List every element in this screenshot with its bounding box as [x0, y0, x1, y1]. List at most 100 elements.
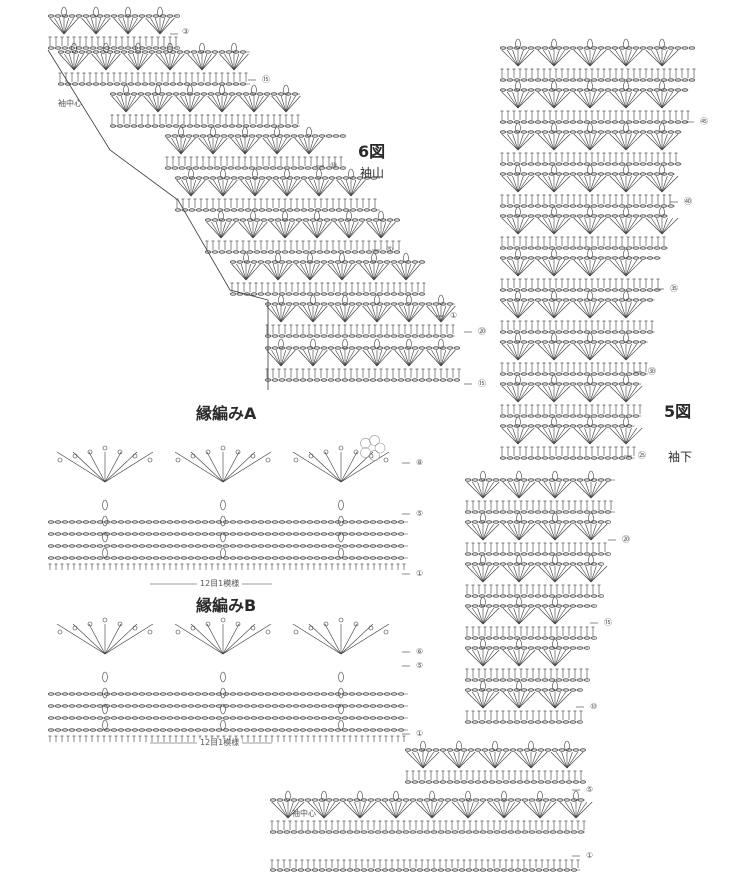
fan-stitch-symbol	[73, 53, 80, 71]
fan-stitch-symbol	[554, 649, 572, 667]
fan-stitch-symbol	[517, 49, 524, 67]
chain-stitch-symbol	[591, 88, 597, 92]
chain-stitch-symbol	[500, 246, 506, 250]
chain-stitch-symbol	[619, 204, 625, 208]
fan-stitch-symbol	[506, 427, 519, 445]
chain-stitch-symbol	[216, 544, 222, 548]
figure-5-number: 5図	[664, 402, 692, 421]
fan-stitch-symbol	[286, 179, 293, 197]
chain-stitch-symbol	[69, 46, 75, 50]
chain-stitch-symbol	[182, 208, 188, 212]
chain-stitch-symbol	[384, 728, 390, 732]
fan-stitch-symbol	[155, 53, 171, 71]
fan-stitch-symbol	[68, 53, 75, 71]
chain-stitch-symbol	[475, 748, 481, 752]
fan-stitch-symbol	[482, 649, 500, 667]
chain-stitch-symbol	[440, 302, 446, 306]
chain-stitch-symbol	[160, 728, 166, 732]
fan-stitch-symbol	[104, 451, 138, 483]
chain-stitch-symbol	[200, 134, 206, 138]
fan-stitch-symbol	[212, 137, 219, 155]
fan-stitch-symbol	[477, 523, 484, 541]
chain-stitch-symbol	[668, 88, 674, 92]
fan-stitch-symbol	[584, 301, 591, 319]
fan-stitch-symbol	[578, 385, 591, 403]
chain-stitch-symbol	[591, 120, 597, 124]
chain-stitch-symbol	[317, 218, 323, 222]
chain-stitch-symbol	[626, 120, 632, 124]
fan-stitch-symbol	[422, 751, 435, 769]
chain-stitch-symbol	[549, 214, 555, 218]
chain-stitch-symbol	[251, 716, 257, 720]
fan-stitch-symbol	[517, 133, 535, 151]
fan-stitch-symbol	[81, 17, 97, 35]
fan-stitch-symbol	[585, 481, 592, 499]
fan-stitch-symbol	[440, 349, 447, 367]
chain-stitch-symbol	[240, 250, 246, 254]
fan-stitch-symbol	[245, 263, 252, 281]
chain-stitch-symbol	[237, 692, 243, 696]
chain-stitch-symbol	[104, 532, 110, 536]
chain-stitch-symbol	[556, 688, 562, 692]
chain-stitch-symbol	[542, 372, 548, 376]
chain-stitch-symbol	[489, 748, 495, 752]
chain-stitch-symbol	[480, 798, 486, 802]
puff-stitch-symbol	[552, 554, 558, 566]
chain-stitch-symbol	[326, 868, 332, 872]
chain-stitch-symbol	[368, 830, 374, 834]
chain-stitch-symbol	[48, 556, 54, 560]
chain-stitch-symbol	[391, 692, 397, 696]
fan-stitch-symbol	[426, 305, 442, 323]
chain-stitch-symbol	[531, 748, 537, 752]
chain-stitch-symbol	[479, 604, 485, 608]
fan-stitch-symbol	[254, 179, 265, 197]
chain-stitch-symbol	[570, 330, 576, 334]
chain-stitch-symbol	[559, 748, 565, 752]
puff-stitch-symbol	[393, 790, 399, 802]
chain-stitch-symbol	[342, 532, 348, 536]
chain-stitch-symbol	[465, 594, 471, 598]
chain-stitch-symbol	[349, 292, 355, 296]
chain-stitch-symbol	[661, 214, 667, 218]
chain-stitch-symbol	[528, 256, 534, 260]
fan-stitch-symbol	[222, 451, 240, 483]
chain-stitch-symbol	[342, 556, 348, 560]
chain-stitch-symbol	[612, 256, 618, 260]
puff-stitch-symbol	[220, 499, 226, 511]
chain-stitch-symbol	[223, 520, 229, 524]
fan-stitch-symbol	[549, 481, 556, 499]
chain-stitch-symbol	[212, 250, 218, 254]
chain-stitch-symbol	[370, 532, 376, 536]
chain-stitch-symbol	[549, 456, 555, 460]
chain-stitch-symbol	[321, 260, 327, 264]
chain-stitch-symbol	[521, 424, 527, 428]
fan-stitch-symbol	[431, 801, 449, 819]
chain-stitch-symbol	[349, 334, 355, 338]
fan-stitch-symbol	[614, 343, 627, 361]
picot-symbol	[265, 629, 271, 635]
chain-stitch-symbol	[132, 556, 138, 560]
chain-stitch-symbol	[180, 124, 186, 128]
fan-stitch-symbol	[589, 91, 607, 109]
chain-stitch-symbol	[563, 604, 569, 608]
chain-stitch-symbol	[371, 208, 377, 212]
chain-stitch-symbol	[273, 176, 279, 180]
chain-stitch-symbol	[132, 520, 138, 524]
fan-stitch-symbol	[275, 349, 282, 367]
chain-stitch-symbol	[350, 176, 356, 180]
fan-stitch-symbol	[625, 427, 632, 445]
fan-stitch-symbol	[49, 17, 65, 35]
fan-stitch-symbol	[517, 259, 535, 277]
chain-stitch-symbol	[591, 478, 597, 482]
chain-stitch-symbol	[500, 636, 506, 640]
chain-stitch-symbol	[152, 92, 158, 96]
chain-stitch-symbol	[507, 204, 513, 208]
chain-stitch-symbol	[83, 556, 89, 560]
chain-stitch-symbol	[472, 594, 478, 598]
fan-stitch-symbol	[341, 263, 352, 281]
chain-stitch-symbol	[570, 298, 576, 302]
fan-stitch-symbol	[507, 649, 520, 667]
chain-stitch-symbol	[535, 330, 541, 334]
chain-stitch-symbol	[277, 798, 283, 802]
